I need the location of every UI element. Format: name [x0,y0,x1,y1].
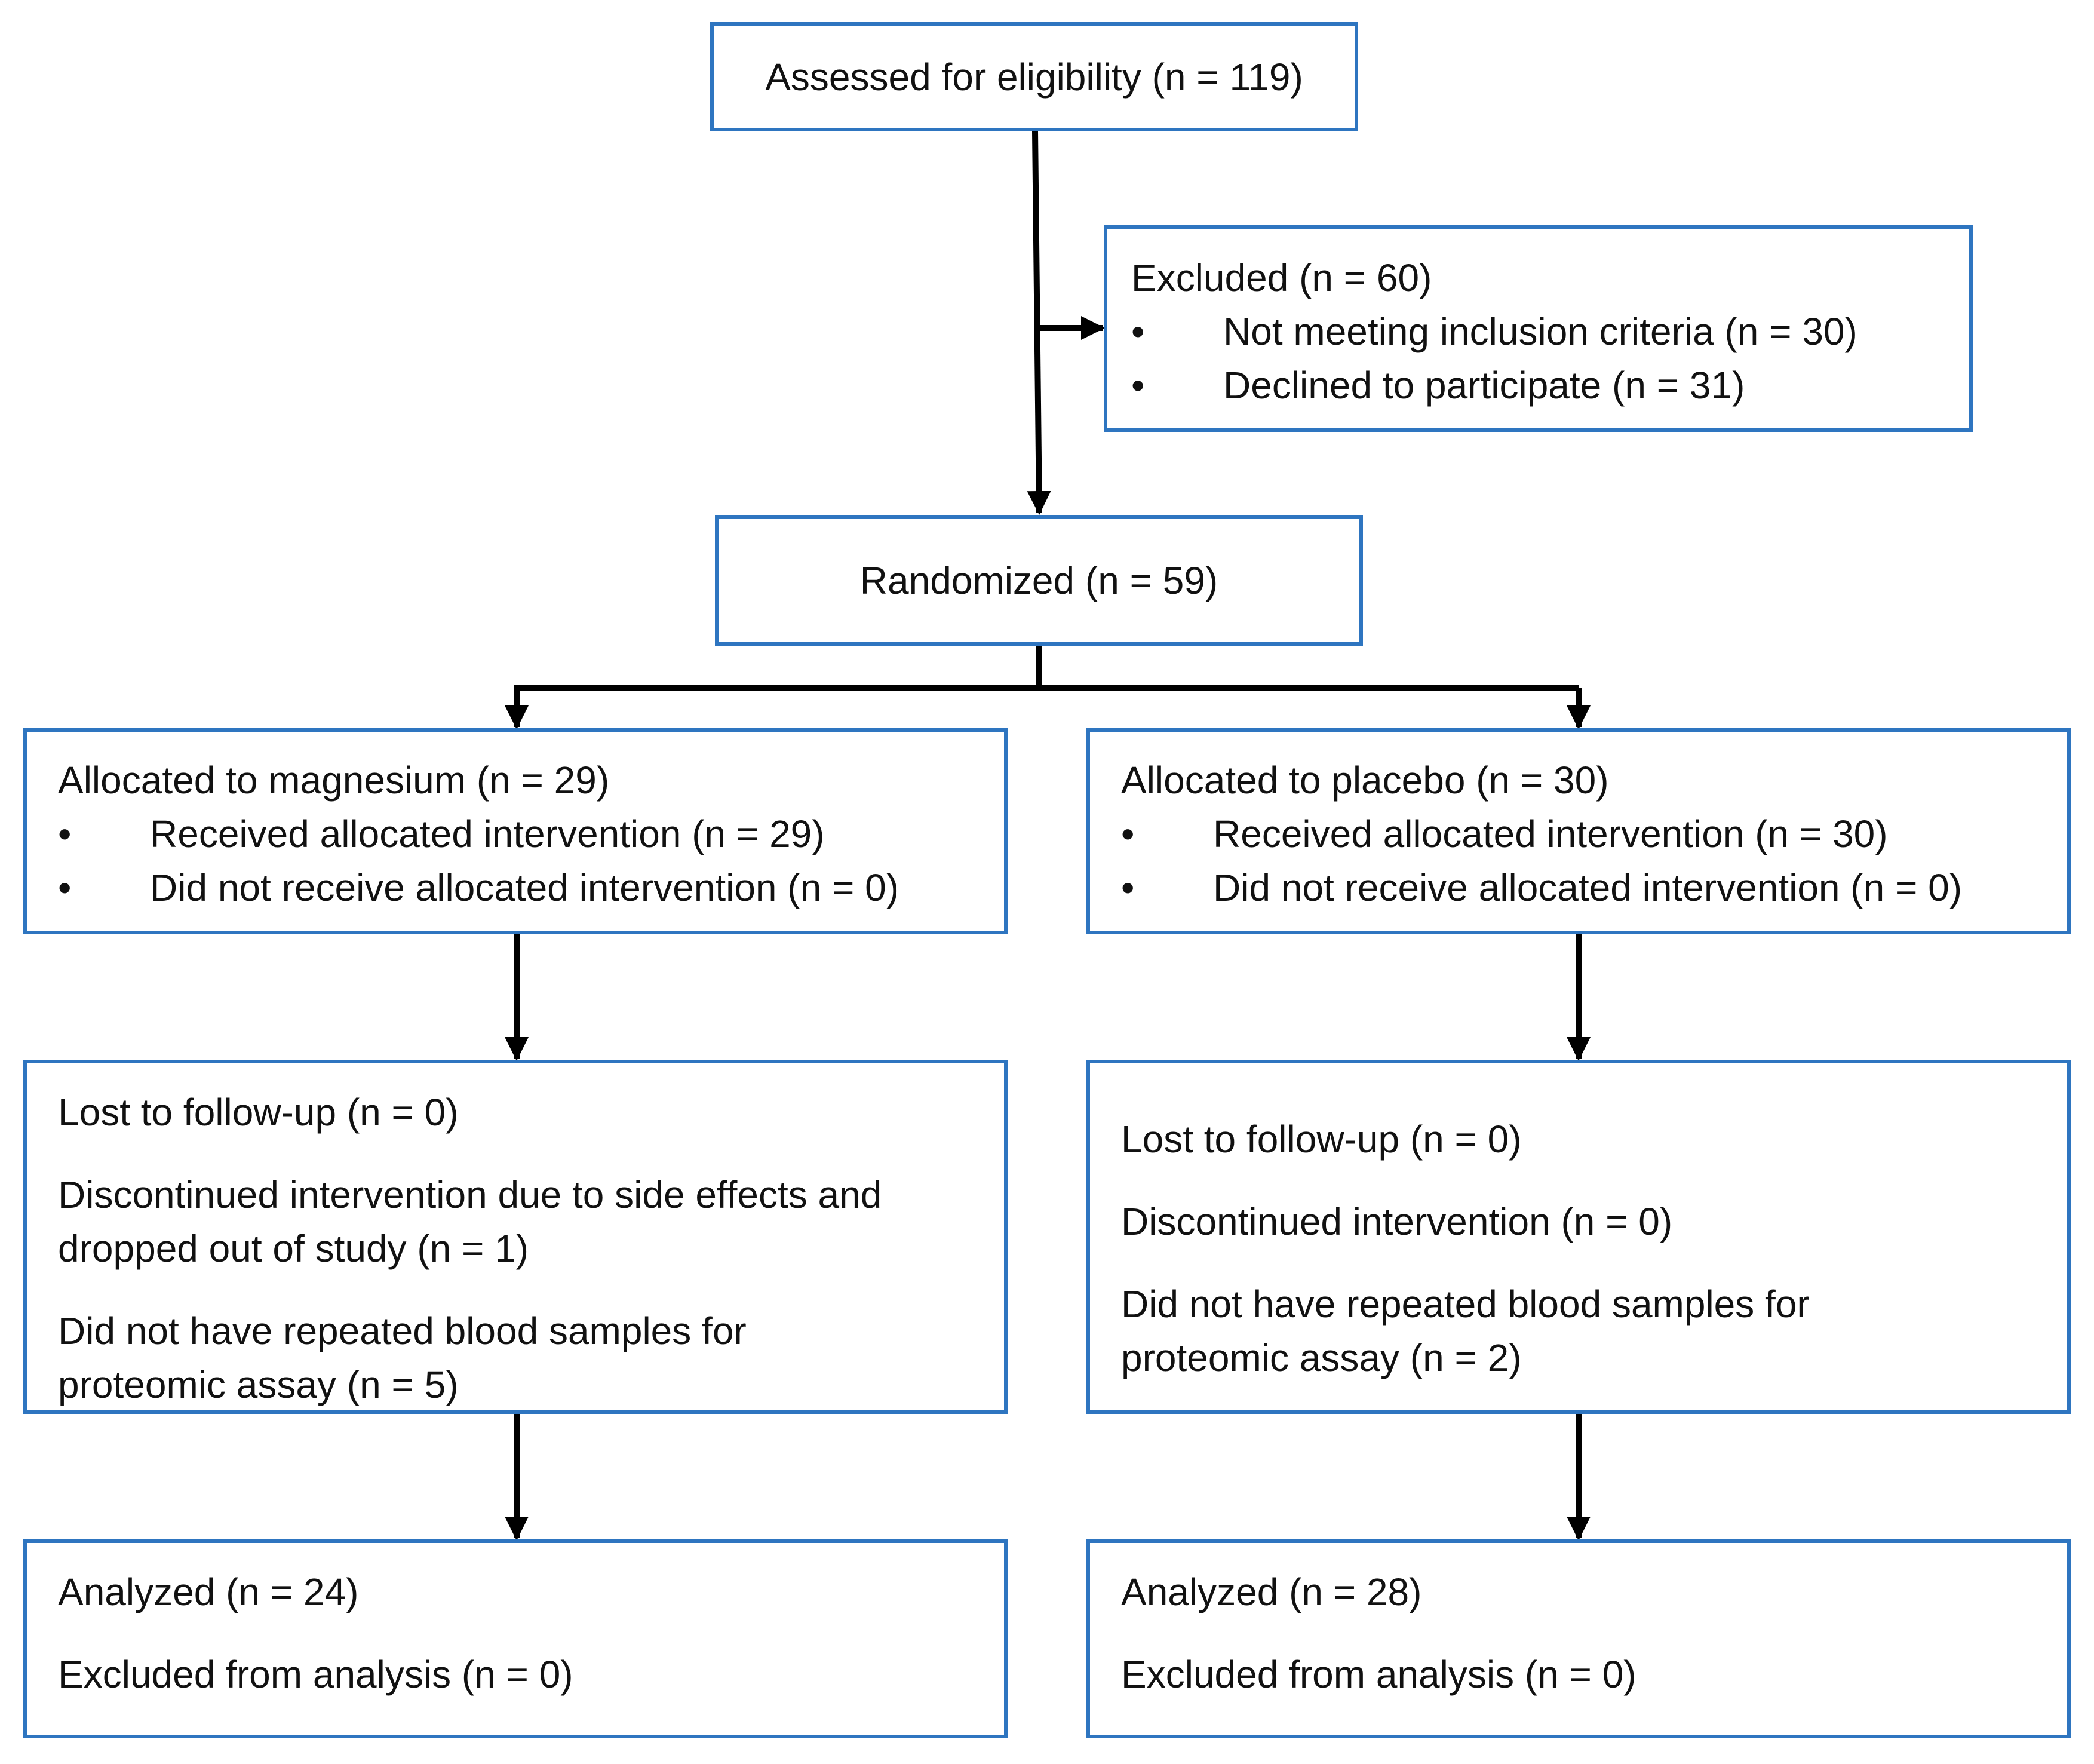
allocation-item-text: Did not receive allocated intervention (… [150,866,899,909]
allocation-title: Allocated to placebo (n = 30) [1121,759,1609,802]
excluded-box: Excluded (n = 60) • Not meeting inclusio… [1104,225,1973,432]
analyzed: Analyzed (n = 24) [58,1565,980,1619]
discontinued-text-line: Discontinued intervention due to side ef… [58,1173,882,1216]
excluded-from-analysis: Excluded from analysis (n = 0) [58,1648,980,1701]
missing-samples-text-line: Did not have repeated blood samples for [58,1309,747,1352]
allocation-item-text: Received allocated intervention (n = 29) [150,812,825,855]
allocation-title: Allocated to magnesium (n = 29) [58,759,610,802]
missing-samples-text-line: Did not have repeated blood samples for [1121,1283,1810,1326]
missing-samples-text-line: proteomic assay (n = 5) [58,1363,459,1406]
lost-to-followup-text: Lost to follow-up (n = 0) [1121,1118,1522,1161]
lost-to-followup: Lost to follow-up (n = 0) [58,1085,980,1139]
analyzed-text: Analyzed (n = 28) [1121,1570,1422,1613]
analysis-box-placebo: Analyzed (n = 28) Excluded from analysis… [1086,1539,2071,1738]
allocation-item: • Did not receive allocated intervention… [1121,861,2043,915]
allocation-item: • Received allocated intervention (n = 2… [58,807,980,861]
bullet-icon: • [58,866,72,909]
arrow-assessed-to-randomized [1027,131,1051,515]
lost-to-followup-text: Lost to follow-up (n = 0) [58,1091,459,1134]
missing-samples-text-line: proteomic assay (n = 2) [1121,1336,1522,1379]
analyzed: Analyzed (n = 28) [1121,1565,2043,1619]
assessed-text: Assessed for eligibility (n = 119) [765,55,1303,99]
allocation-item-text: Received allocated intervention (n = 30) [1213,812,1888,855]
discontinued-intervention: Discontinued intervention due to side ef… [58,1168,980,1275]
analysis-box-magnesium: Analyzed (n = 24) Excluded from analysis… [23,1539,1008,1738]
excluded-from-analysis-text: Excluded from analysis (n = 0) [1121,1653,1636,1696]
allocation-box-magnesium: Allocated to magnesium (n = 29) • Receiv… [23,728,1008,934]
bullet-icon: • [1131,364,1145,407]
discontinued-intervention: Discontinued intervention (n = 0) [1121,1195,2043,1248]
missing-samples: Did not have repeated blood samples for … [58,1304,980,1412]
missing-samples: Did not have repeated blood samples for … [1121,1277,2043,1385]
analyzed-text: Analyzed (n = 24) [58,1570,359,1613]
followup-box-placebo: Lost to follow-up (n = 0) Discontinued i… [1086,1060,2071,1414]
allocation-box-placebo: Allocated to placebo (n = 30) • Received… [1086,728,2071,934]
lost-to-followup: Lost to follow-up (n = 0) [1121,1112,2043,1166]
randomized-text: Randomized (n = 59) [859,559,1218,602]
bullet-icon: • [1121,866,1135,909]
allocation-item: • Received allocated intervention (n = 3… [1121,807,2043,861]
excluded-item-text: Declined to participate (n = 31) [1223,364,1745,407]
discontinued-text-line: dropped out of study (n = 1) [58,1227,529,1270]
excluded-item: • Declined to participate (n = 31) [1131,358,1945,412]
excluded-from-analysis-text: Excluded from analysis (n = 0) [58,1653,573,1696]
discontinued-text-line: Discontinued intervention (n = 0) [1121,1200,1673,1243]
allocation-item: • Did not receive allocated intervention… [58,861,980,915]
bullet-icon: • [1131,310,1145,353]
allocation-item-text: Did not receive allocated intervention (… [1213,866,1963,909]
excluded-item: • Not meeting inclusion criteria (n = 30… [1131,305,1945,358]
excluded-title: Excluded (n = 60) [1131,256,1432,299]
bullet-icon: • [58,812,72,855]
excluded-item-text: Not meeting inclusion criteria (n = 30) [1223,310,1857,353]
excluded-from-analysis: Excluded from analysis (n = 0) [1121,1648,2043,1701]
bullet-icon: • [1121,812,1135,855]
randomized-box: Randomized (n = 59) [715,515,1363,646]
assessed-box: Assessed for eligibility (n = 119) [710,22,1358,131]
followup-box-magnesium: Lost to follow-up (n = 0) Discontinued i… [23,1060,1008,1414]
